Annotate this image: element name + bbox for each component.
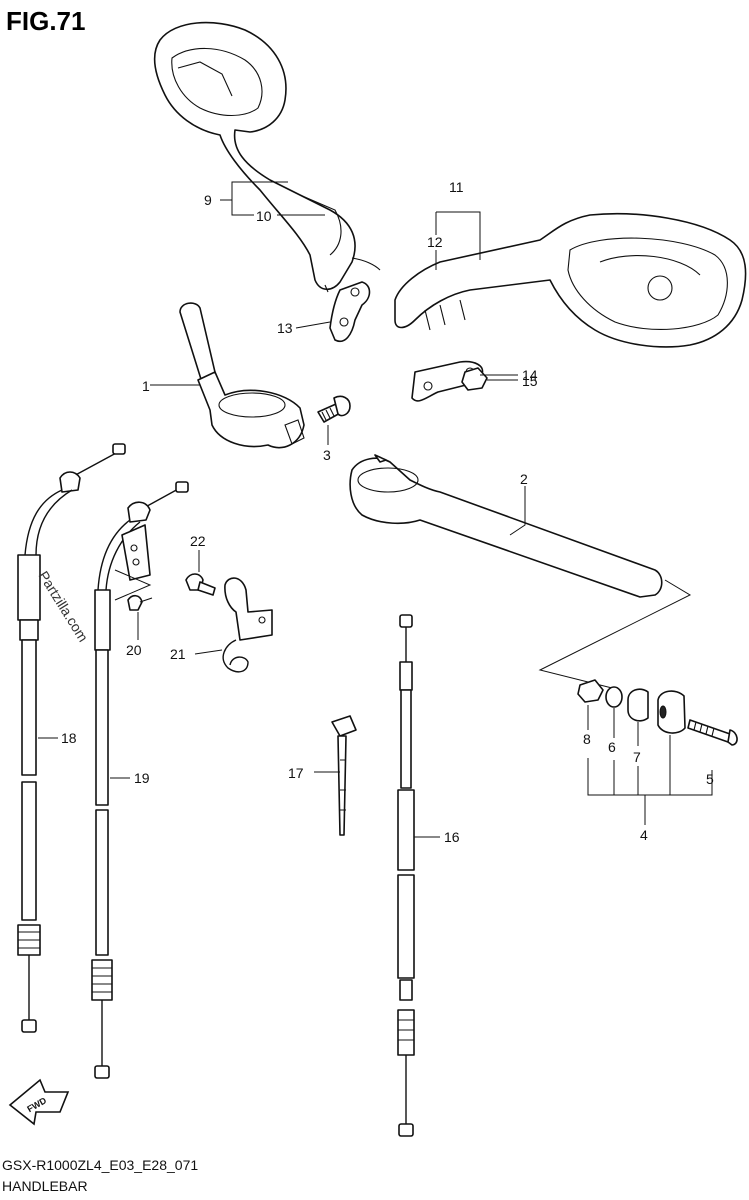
callout-labels: 1 2 3 4 5 6 7 8 9 10 11 12 13 14 15 16 1… — [61, 179, 714, 845]
callout-4[interactable]: 4 — [640, 827, 648, 843]
part-5-bolt[interactable] — [687, 719, 738, 746]
callout-2[interactable]: 2 — [520, 471, 528, 487]
callout-1[interactable]: 1 — [142, 378, 150, 394]
callout-15[interactable]: 15 — [522, 373, 538, 389]
part-4-bar-end-weight[interactable] — [657, 690, 686, 734]
callout-3[interactable]: 3 — [323, 447, 331, 463]
part-18-throttle-cable[interactable] — [17, 443, 126, 1033]
callout-9[interactable]: 9 — [204, 192, 212, 208]
section-name: HANDLEBAR — [2, 1178, 88, 1194]
figure-title: FIG.71 — [6, 6, 85, 36]
callout-5[interactable]: 5 — [706, 771, 714, 787]
callout-13[interactable]: 13 — [277, 320, 293, 336]
part-17-cable-tie[interactable] — [331, 715, 357, 836]
callout-7[interactable]: 7 — [633, 749, 641, 765]
part-16-cable[interactable] — [397, 614, 415, 1137]
part-3-bolt[interactable] — [317, 395, 351, 423]
callout-14[interactable]: 14 — [522, 367, 538, 383]
callout-6[interactable]: 6 — [608, 739, 616, 755]
fwd-direction-badge: FWD — [8, 1078, 70, 1126]
callout-17[interactable]: 17 — [288, 765, 304, 781]
callout-19[interactable]: 19 — [134, 770, 150, 786]
part-20-screw[interactable] — [127, 594, 153, 611]
right-mirror[interactable] — [394, 212, 747, 348]
part-15-nut[interactable] — [461, 367, 488, 391]
callout-16[interactable]: 16 — [444, 829, 460, 845]
callout-12[interactable]: 12 — [427, 234, 443, 250]
watermark: Partzilla.com — [35, 568, 91, 644]
model-code: GSX-R1000ZL4_E03_E28_071 — [2, 1157, 198, 1173]
callout-18[interactable]: 18 — [61, 730, 77, 746]
callout-20[interactable]: 20 — [126, 642, 142, 658]
part-1-throttle-grip[interactable] — [179, 302, 305, 449]
callout-11[interactable]: 11 — [449, 179, 464, 195]
leader-lines — [38, 181, 713, 838]
part-21-cable-clamp[interactable] — [222, 577, 273, 673]
callout-10[interactable]: 10 — [256, 208, 272, 224]
part-2-handlebar[interactable] — [349, 454, 663, 598]
part-13-mirror-bracket[interactable] — [329, 281, 371, 342]
part-7-damper[interactable] — [627, 688, 649, 722]
left-mirror[interactable] — [153, 21, 381, 293]
callout-8[interactable]: 8 — [583, 731, 591, 747]
callout-22[interactable]: 22 — [190, 533, 206, 549]
part-8-bar-end-insert[interactable] — [577, 679, 604, 703]
part-6-washer[interactable] — [605, 686, 623, 708]
callout-21[interactable]: 21 — [170, 646, 186, 662]
part-19-throttle-cable[interactable] — [91, 481, 189, 1079]
assembly-reference-line — [538, 579, 692, 691]
part-22-bolt[interactable] — [185, 573, 216, 596]
